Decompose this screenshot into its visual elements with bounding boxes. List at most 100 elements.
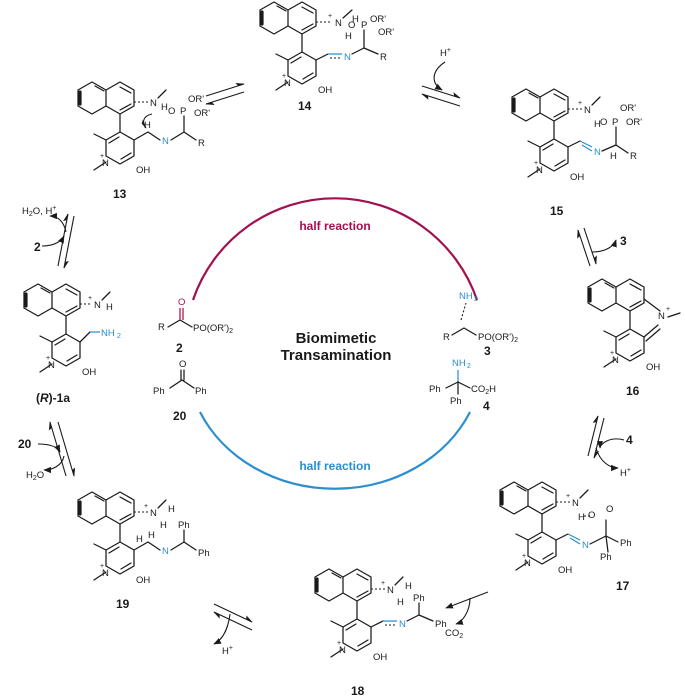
equilibrium-16-17: 4 H+ bbox=[587, 415, 633, 479]
svg-text:H+: H+ bbox=[222, 645, 233, 657]
compound-15-label: 15 bbox=[550, 204, 564, 218]
svg-text:H: H bbox=[352, 14, 359, 25]
svg-text:H: H bbox=[144, 120, 151, 131]
compound-1a: N + OH NH 2 N + H (R)-1a bbox=[22, 282, 121, 405]
compound-13: N + OH N P O OR' OR' R H N H 13 bbox=[76, 80, 210, 201]
svg-text:H2O: H2O bbox=[26, 470, 44, 482]
svg-text:+: + bbox=[328, 13, 332, 20]
top-half-arc bbox=[191, 197, 479, 301]
compound-1a-label: (R)-1a bbox=[36, 391, 70, 405]
svg-text:N: N bbox=[335, 18, 342, 29]
reagent-20: 20 bbox=[18, 437, 32, 451]
reagent-3: 3 bbox=[620, 234, 627, 248]
equilibrium-13-1a: 2 H2O, H+ bbox=[22, 205, 75, 269]
compound-14-label: 14 bbox=[298, 99, 312, 113]
svg-text:Ph: Ph bbox=[178, 520, 190, 531]
svg-text:H: H bbox=[136, 534, 143, 545]
svg-text:O: O bbox=[168, 106, 175, 117]
compound-18-label: 18 bbox=[351, 684, 365, 698]
svg-text:OR': OR' bbox=[620, 103, 636, 114]
svg-text:R: R bbox=[158, 322, 165, 333]
svg-text:H: H bbox=[397, 597, 404, 608]
svg-text:NH: NH bbox=[452, 358, 466, 369]
svg-text:PO(OR')2: PO(OR')2 bbox=[478, 332, 518, 344]
svg-text:PO(OR')2: PO(OR')2 bbox=[193, 323, 233, 335]
svg-text:H: H bbox=[578, 512, 585, 523]
svg-text:N: N bbox=[572, 498, 579, 509]
svg-text:N: N bbox=[594, 147, 601, 158]
svg-text:O: O bbox=[606, 504, 613, 515]
svg-text:H: H bbox=[610, 151, 617, 162]
svg-text:OH: OH bbox=[136, 165, 150, 176]
compound-2-label: 2 bbox=[176, 341, 183, 355]
svg-text:N: N bbox=[536, 165, 543, 176]
svg-text:N: N bbox=[339, 645, 346, 656]
compound-16-label: 16 bbox=[626, 384, 640, 398]
svg-text:+: + bbox=[337, 640, 341, 647]
svg-text:R: R bbox=[443, 332, 450, 343]
svg-text:N: N bbox=[284, 78, 291, 89]
svg-text:N: N bbox=[94, 300, 101, 311]
svg-text:N: N bbox=[150, 98, 157, 109]
svg-text:N: N bbox=[150, 508, 157, 519]
svg-text:O: O bbox=[588, 510, 595, 521]
svg-text:H: H bbox=[168, 504, 175, 515]
svg-text:N: N bbox=[344, 52, 351, 63]
svg-text:2: 2 bbox=[117, 333, 121, 340]
svg-text:N: N bbox=[658, 311, 665, 322]
svg-text:N: N bbox=[102, 158, 109, 169]
svg-text:O: O bbox=[178, 297, 185, 308]
svg-text:N: N bbox=[584, 105, 591, 116]
svg-text:R: R bbox=[198, 138, 205, 149]
svg-text:N: N bbox=[162, 546, 169, 557]
svg-text:Ph: Ph bbox=[429, 384, 441, 395]
arrow-17-18: CO2 bbox=[445, 591, 489, 640]
compound-13-label: 13 bbox=[113, 187, 127, 201]
svg-text:OR': OR' bbox=[188, 94, 204, 105]
half-reaction-bottom-label: half reaction bbox=[299, 459, 370, 473]
svg-text:Ph: Ph bbox=[413, 593, 425, 604]
reagent-2: 2 bbox=[34, 240, 41, 254]
compound-19-label: 19 bbox=[116, 597, 130, 611]
svg-text:2: 2 bbox=[474, 296, 478, 303]
equilibrium-13-14 bbox=[205, 83, 245, 105]
svg-text:Ph: Ph bbox=[153, 386, 165, 397]
compound-18: N + OH N Ph Ph N + H H 18 bbox=[313, 567, 447, 698]
equilibrium-1a-19: 20 H2O bbox=[18, 421, 76, 482]
svg-text:P: P bbox=[361, 20, 367, 31]
svg-text:NH: NH bbox=[101, 328, 115, 339]
svg-text:+: + bbox=[534, 160, 538, 167]
reagent-4: 4 bbox=[626, 433, 633, 447]
svg-text:OR': OR' bbox=[370, 14, 386, 25]
svg-text:R: R bbox=[630, 151, 637, 162]
svg-text:P: P bbox=[612, 117, 618, 128]
svg-text:2: 2 bbox=[467, 363, 471, 370]
svg-text:H: H bbox=[160, 520, 167, 531]
svg-text:N: N bbox=[48, 360, 55, 371]
svg-text:+: + bbox=[100, 563, 104, 570]
svg-text:Ph: Ph bbox=[195, 386, 207, 397]
svg-text:H: H bbox=[106, 302, 113, 313]
half-reaction-top-label: half reaction bbox=[299, 219, 370, 233]
svg-text:CO2: CO2 bbox=[445, 628, 463, 640]
title-line-1: Biomimetic bbox=[296, 330, 377, 347]
compound-4-label: 4 bbox=[483, 399, 490, 413]
svg-text:H: H bbox=[594, 119, 601, 130]
svg-text:R: R bbox=[380, 52, 387, 63]
svg-text:OH: OH bbox=[318, 85, 332, 96]
title-line-2: Transamination bbox=[281, 347, 392, 364]
svg-text:H: H bbox=[161, 102, 168, 113]
svg-text:H+: H+ bbox=[440, 47, 451, 59]
compound-14: N + OH N P O OR' OR' R N + H H 14 bbox=[258, 0, 394, 113]
svg-text:OH: OH bbox=[646, 362, 660, 373]
bottom-half-arc bbox=[199, 411, 471, 490]
svg-text:+: + bbox=[282, 73, 286, 80]
svg-text:N: N bbox=[612, 355, 619, 366]
svg-text:H: H bbox=[405, 581, 412, 592]
compound-19: N + OH N Ph Ph H H N + H H 19 bbox=[76, 490, 210, 611]
svg-text:+: + bbox=[100, 153, 104, 160]
svg-text:N: N bbox=[162, 136, 169, 147]
svg-text:O: O bbox=[600, 117, 607, 128]
svg-text:Ph: Ph bbox=[450, 396, 462, 407]
